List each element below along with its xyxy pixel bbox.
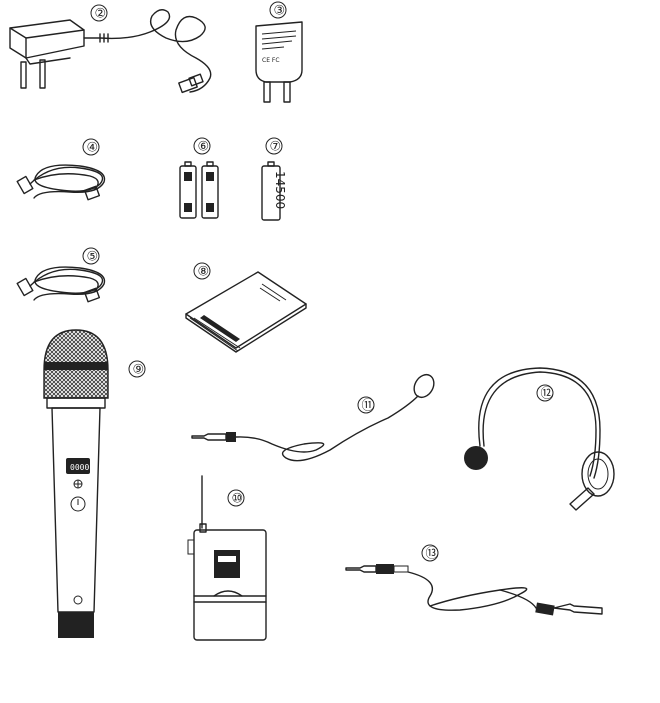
bodypack-transmitter-icon <box>187 475 267 641</box>
aa-batteries-icon <box>179 161 219 219</box>
item-number-9: ⑨ <box>128 360 146 378</box>
item-number-4: ④ <box>82 138 100 156</box>
usb-cable-icon <box>16 266 106 303</box>
svg-text:0000: 0000 <box>70 463 89 472</box>
item-number-10: ⑩ <box>227 489 245 507</box>
item-number-8: ⑧ <box>193 262 211 280</box>
lavalier-microphone-icon <box>191 373 435 462</box>
svg-text:14500: 14500 <box>273 171 287 209</box>
item-number-11: ⑪ <box>357 396 375 414</box>
svg-text:⑤: ⑤ <box>87 250 99 265</box>
svg-text:⑪: ⑪ <box>362 399 375 414</box>
svg-text:⑦: ⑦ <box>270 140 282 155</box>
svg-text:⑬: ⑬ <box>426 547 439 562</box>
item-number-3: ③ <box>269 1 287 19</box>
svg-text:CE FC: CE FC <box>262 57 280 64</box>
item-number-6: ⑥ <box>193 137 211 155</box>
svg-text:③: ③ <box>274 4 286 19</box>
instrument-cable-icon <box>345 564 603 616</box>
svg-text:④: ④ <box>87 141 99 156</box>
charger-icon: CE FC <box>255 21 303 103</box>
user-manual-icon <box>185 271 307 353</box>
svg-text:⑥: ⑥ <box>198 140 210 155</box>
item-number-7: ⑦ <box>265 137 283 155</box>
svg-text:⑩: ⑩ <box>232 492 244 507</box>
svg-text:⑧: ⑧ <box>198 265 210 280</box>
item-number-13: ⑬ <box>421 544 439 562</box>
item-number-12: ⑫ <box>536 384 554 402</box>
headset-microphone-icon <box>464 367 615 511</box>
svg-text:②: ② <box>95 7 107 22</box>
battery-14500-icon: 14500 <box>261 161 287 221</box>
svg-text:⑫: ⑫ <box>541 387 554 402</box>
svg-text:⑨: ⑨ <box>133 363 145 378</box>
item-number-2: ② <box>90 4 108 22</box>
usb-cable-icon <box>16 164 106 201</box>
power-adapter-icon <box>9 9 212 94</box>
handheld-microphone-icon: 0000 <box>43 329 109 638</box>
item-number-5: ⑤ <box>82 247 100 265</box>
